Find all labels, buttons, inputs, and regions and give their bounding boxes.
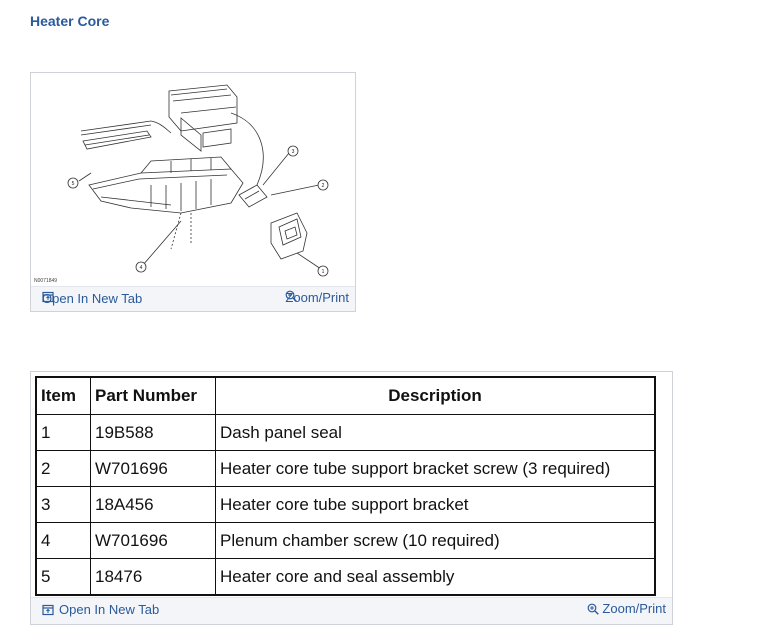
parts-table-container: Item Part Number Description 1 19B588 Da… xyxy=(30,371,673,625)
cell-desc: Heater core tube support bracket xyxy=(215,486,656,523)
open-new-tab-label: Open In New Tab xyxy=(42,291,143,306)
table-header-row: Item Part Number Description xyxy=(35,376,656,415)
callout-1: 1 xyxy=(322,269,325,275)
diagram-figure[interactable]: 1 2 3 4 5 N0071849 Open In New Tab Zoom/… xyxy=(30,72,356,312)
cell-part: 19B588 xyxy=(90,414,216,451)
zoom-icon xyxy=(588,603,600,615)
zoom-print-label: Zoom/Print xyxy=(602,601,666,616)
header-part-number: Part Number xyxy=(90,376,216,415)
figure-toolbar: Open In New Tab Zoom/Print xyxy=(31,286,355,311)
callout-4: 4 xyxy=(140,265,143,271)
table-row: 4 W701696 Plenum chamber screw (10 requi… xyxy=(35,522,656,559)
table-row: 1 19B588 Dash panel seal xyxy=(35,414,656,451)
cell-desc: Heater core tube support bracket screw (… xyxy=(215,450,656,487)
cell-part: 18A456 xyxy=(90,486,216,523)
open-new-tab-icon xyxy=(42,291,54,303)
zoom-icon xyxy=(286,290,298,302)
open-new-tab-label: Open In New Tab xyxy=(59,602,160,617)
cell-part: W701696 xyxy=(90,450,216,487)
callout-3: 3 xyxy=(292,149,295,155)
cell-part: W701696 xyxy=(90,522,216,559)
table-toolbar: Open In New Tab Zoom/Print xyxy=(31,597,672,624)
callout-2: 2 xyxy=(322,183,325,189)
cell-desc: Plenum chamber screw (10 required) xyxy=(215,522,656,559)
parts-table: Item Part Number Description 1 19B588 Da… xyxy=(35,376,656,596)
cell-item: 3 xyxy=(35,486,91,523)
cell-item: 2 xyxy=(35,450,91,487)
cell-item: 5 xyxy=(35,558,91,596)
table-row: 5 18476 Heater core and seal assembly xyxy=(35,558,656,596)
page-title: Heater Core xyxy=(30,13,110,29)
open-new-tab-link[interactable]: Open In New Tab xyxy=(42,602,159,617)
heater-core-diagram: 1 2 3 4 5 xyxy=(67,84,329,277)
table-row: 2 W701696 Heater core tube support brack… xyxy=(35,450,656,487)
open-new-tab-link[interactable]: Open In New Tab xyxy=(42,291,142,306)
figure-code: N0071849 xyxy=(34,278,58,284)
callout-5: 5 xyxy=(72,181,75,187)
cell-desc: Dash panel seal xyxy=(215,414,656,451)
zoom-print-link[interactable]: Zoom/Print xyxy=(285,290,349,305)
open-new-tab-icon xyxy=(42,604,54,615)
header-item: Item xyxy=(35,376,91,415)
cell-desc: Heater core and seal assembly xyxy=(215,558,656,596)
zoom-print-label: Zoom/Print xyxy=(285,290,349,305)
cell-item: 4 xyxy=(35,522,91,559)
cell-part: 18476 xyxy=(90,558,216,596)
cell-item: 1 xyxy=(35,414,91,451)
zoom-print-link[interactable]: Zoom/Print xyxy=(587,601,666,616)
header-description: Description xyxy=(215,376,656,415)
table-row: 3 18A456 Heater core tube support bracke… xyxy=(35,486,656,523)
